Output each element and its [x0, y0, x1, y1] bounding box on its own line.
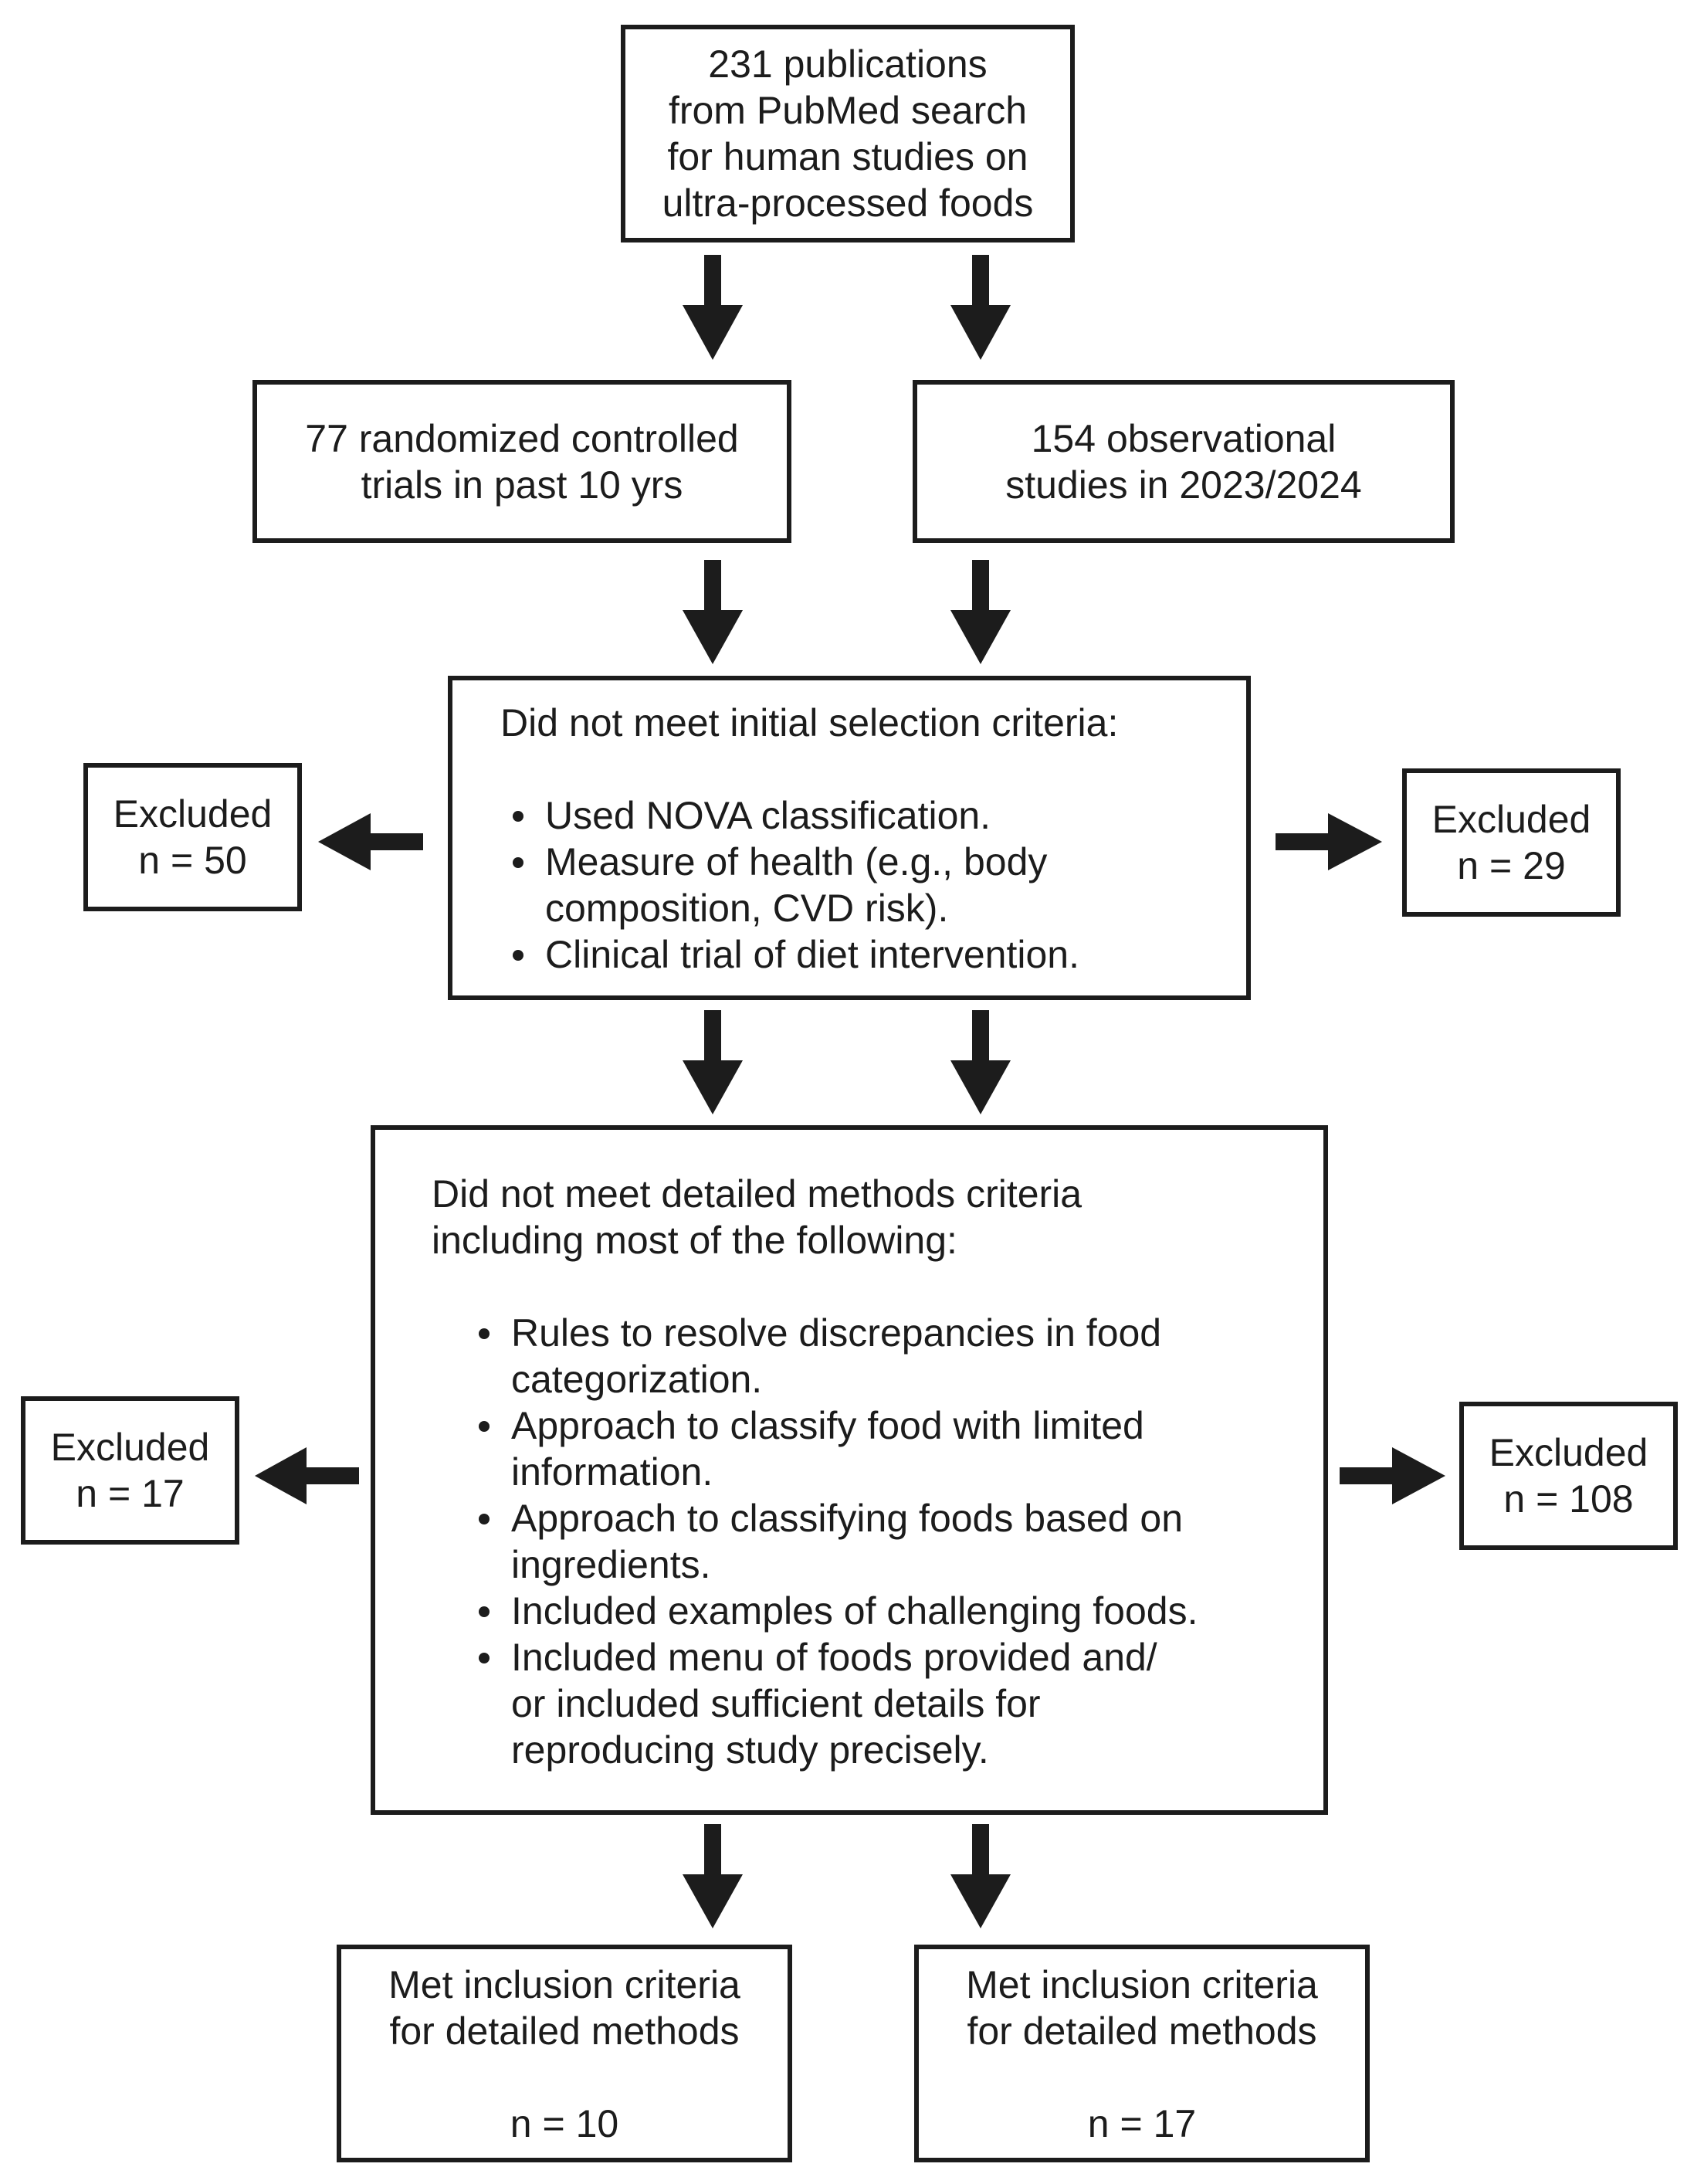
excluded-count: n = 50	[138, 839, 247, 882]
observational-box: 154 observational studies in 2023/2024	[913, 380, 1455, 543]
detailed-item-5-line-2: or included sufficient details for	[511, 1682, 1041, 1725]
arrow-down-icon	[950, 255, 1011, 360]
initial-criteria-heading: Did not meet initial selection criteria:	[500, 701, 1119, 744]
arrow-down-icon	[950, 1824, 1011, 1928]
excluded-count: n = 108	[1503, 1477, 1634, 1521]
met-line-2: for detailed methods	[389, 2009, 740, 2053]
detailed-item-2-line-1: Approach to classify food with limited	[511, 1404, 1144, 1447]
search-line-3: for human studies on	[667, 135, 1028, 178]
detailed-item-3-line-2: ingredients.	[511, 1543, 711, 1586]
search-line-4: ultra-processed foods	[662, 181, 1034, 225]
rct-box: 77 randomized controlled trials in past …	[252, 380, 791, 543]
arrow-down-icon	[683, 1824, 743, 1928]
detailed-criteria-item: Included menu of foods provided and/ or …	[466, 1634, 1323, 1773]
met-count: n = 10	[510, 2102, 619, 2145]
excluded-detailed-right-box: Excluded n = 108	[1459, 1402, 1678, 1550]
obs-line-1: 154 observational	[1031, 416, 1337, 460]
excluded-label: Excluded	[50, 1426, 210, 1469]
arrow-right-icon	[1276, 813, 1382, 870]
initial-item-2-line-2: composition, CVD risk).	[545, 887, 949, 930]
detailed-item-5-line-3: reproducing study precisely.	[511, 1728, 989, 1772]
initial-criteria-list: Used NOVA classification. Measure of hea…	[500, 792, 1246, 978]
search-line-1: 231 publications	[708, 42, 988, 86]
detailed-item-4-line-1: Included examples of challenging foods.	[511, 1589, 1198, 1633]
excluded-initial-left-box: Excluded n = 50	[83, 763, 302, 911]
met-line-1: Met inclusion criteria	[966, 1963, 1318, 2006]
detailed-item-1-line-2: categorization.	[511, 1358, 763, 1401]
excluded-initial-right-box: Excluded n = 29	[1402, 768, 1621, 917]
detailed-item-1-line-1: Rules to resolve discrepancies in food	[511, 1311, 1162, 1355]
arrow-down-icon	[683, 560, 743, 664]
arrow-down-icon	[950, 560, 1011, 664]
excluded-label: Excluded	[1431, 798, 1591, 841]
rct-line-1: 77 randomized controlled	[305, 416, 739, 460]
arrow-right-icon	[1340, 1447, 1445, 1504]
arrow-left-icon	[255, 1447, 359, 1504]
search-results-box: 231 publications from PubMed search for …	[621, 25, 1075, 242]
excluded-label: Excluded	[113, 792, 273, 836]
met-inclusion-right-box: Met inclusion criteria for detailed meth…	[914, 1945, 1370, 2162]
arrow-down-icon	[683, 1010, 743, 1114]
excluded-detailed-left-box: Excluded n = 17	[21, 1396, 239, 1545]
rct-line-2: trials in past 10 yrs	[361, 463, 683, 507]
detailed-criteria-list: Rules to resolve discrepancies in food c…	[466, 1310, 1323, 1773]
detailed-criteria-item: Approach to classifying foods based on i…	[466, 1495, 1323, 1588]
initial-item-3-line-1: Clinical trial of diet intervention.	[545, 933, 1079, 976]
met-inclusion-left-box: Met inclusion criteria for detailed meth…	[337, 1945, 792, 2162]
detailed-item-5-line-1: Included menu of foods provided and/	[511, 1636, 1157, 1679]
initial-criteria-item: Measure of health (e.g., body compositio…	[500, 839, 1246, 931]
detailed-item-3-line-1: Approach to classifying foods based on	[511, 1497, 1183, 1540]
initial-criteria-box: Did not meet initial selection criteria:…	[448, 676, 1251, 1000]
met-line-2: for detailed methods	[967, 2009, 1317, 2053]
detailed-heading-line-1: Did not meet detailed methods criteria	[432, 1172, 1082, 1216]
arrow-left-icon	[318, 813, 423, 870]
detailed-item-2-line-2: information.	[511, 1450, 713, 1494]
excluded-count: n = 17	[76, 1472, 185, 1515]
excluded-count: n = 29	[1457, 844, 1566, 887]
initial-item-1-line-1: Used NOVA classification.	[545, 794, 991, 837]
initial-criteria-item: Used NOVA classification.	[500, 792, 1246, 839]
initial-item-2-line-1: Measure of health (e.g., body	[545, 840, 1048, 883]
detailed-heading-line-2: including most of the following:	[432, 1219, 957, 1262]
arrow-down-icon	[950, 1010, 1011, 1114]
detailed-criteria-box: Did not meet detailed methods criteria i…	[371, 1125, 1328, 1815]
detailed-criteria-item: Rules to resolve discrepancies in food c…	[466, 1310, 1323, 1402]
met-count: n = 17	[1087, 2102, 1197, 2145]
excluded-label: Excluded	[1489, 1431, 1648, 1474]
initial-criteria-item: Clinical trial of diet intervention.	[500, 931, 1246, 978]
met-line-1: Met inclusion criteria	[388, 1963, 740, 2006]
obs-line-2: studies in 2023/2024	[1005, 463, 1362, 507]
arrow-down-icon	[683, 255, 743, 360]
detailed-criteria-item: Approach to classify food with limited i…	[466, 1402, 1323, 1495]
search-line-2: from PubMed search	[668, 89, 1028, 132]
detailed-criteria-item: Included examples of challenging foods.	[466, 1588, 1323, 1634]
